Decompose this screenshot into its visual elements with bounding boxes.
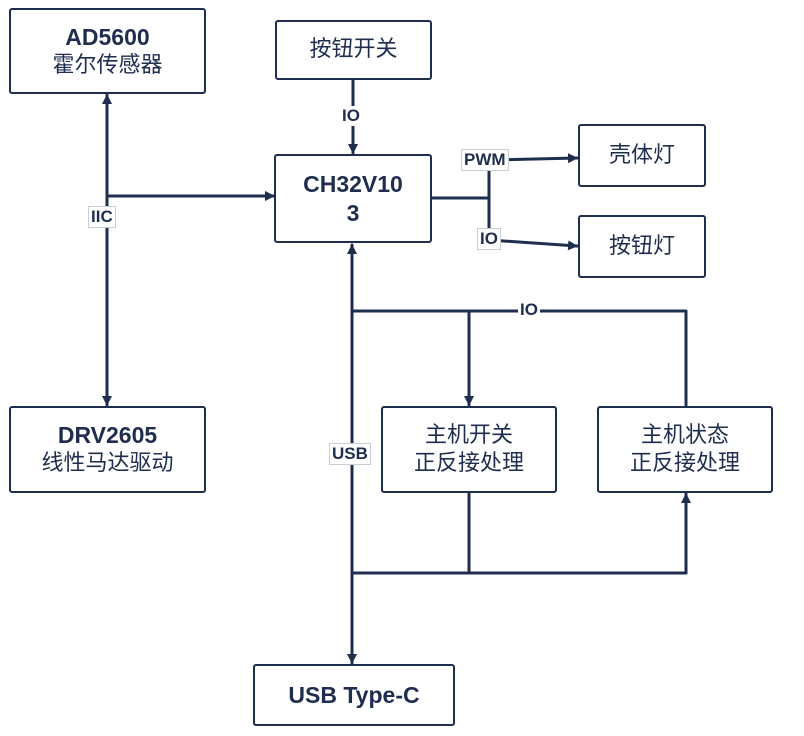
wire-to-button-light <box>487 238 579 251</box>
mcu-box: CH32V10 3 <box>274 154 432 243</box>
host-switch-box: 主机开关 正反接处理 <box>381 406 557 493</box>
motor-driver-name: 线性马达驱动 <box>41 451 174 477</box>
label-io-button: IO <box>340 106 362 126</box>
host-status-box: 主机状态 正反接处理 <box>597 406 773 493</box>
mcu-label-line1: CH32V10 <box>303 170 403 197</box>
motor-driver-box: DRV2605 线性马达驱动 <box>9 406 206 493</box>
hall-sensor-name: 霍尔传感器 <box>52 52 163 78</box>
motor-driver-part: DRV2605 <box>57 422 158 449</box>
mcu-label-line2: 3 <box>346 199 360 226</box>
host-status-line1: 主机状态 <box>640 423 729 448</box>
button-switch-label: 按钮开关 <box>309 37 398 63</box>
usb-connector-label: USB Type-C <box>288 681 420 708</box>
usb-connector-box: USB Type-C <box>253 664 455 726</box>
label-iic: IIC <box>88 206 116 228</box>
shell-light-label: 壳体灯 <box>608 142 675 168</box>
wire-host-bus <box>350 309 688 407</box>
shell-light-box: 壳体灯 <box>578 124 706 187</box>
label-usb: USB <box>329 443 371 465</box>
label-io-host: IO <box>518 300 540 320</box>
host-switch-line2: 正反接处理 <box>413 450 524 476</box>
label-pwm: PWM <box>461 149 509 171</box>
button-light-box: 按钮灯 <box>578 215 706 278</box>
button-light-label: 按钮灯 <box>608 233 675 259</box>
button-switch-box: 按钮开关 <box>275 20 432 80</box>
label-io-light: IO <box>477 228 501 250</box>
host-switch-line1: 主机开关 <box>424 423 513 448</box>
host-status-line2: 正反接处理 <box>629 450 740 476</box>
hall-sensor-part: AD5600 <box>65 23 150 50</box>
wire-host-switch-out <box>350 492 471 575</box>
hall-sensor-box: AD5600 霍尔传感器 <box>9 8 206 94</box>
